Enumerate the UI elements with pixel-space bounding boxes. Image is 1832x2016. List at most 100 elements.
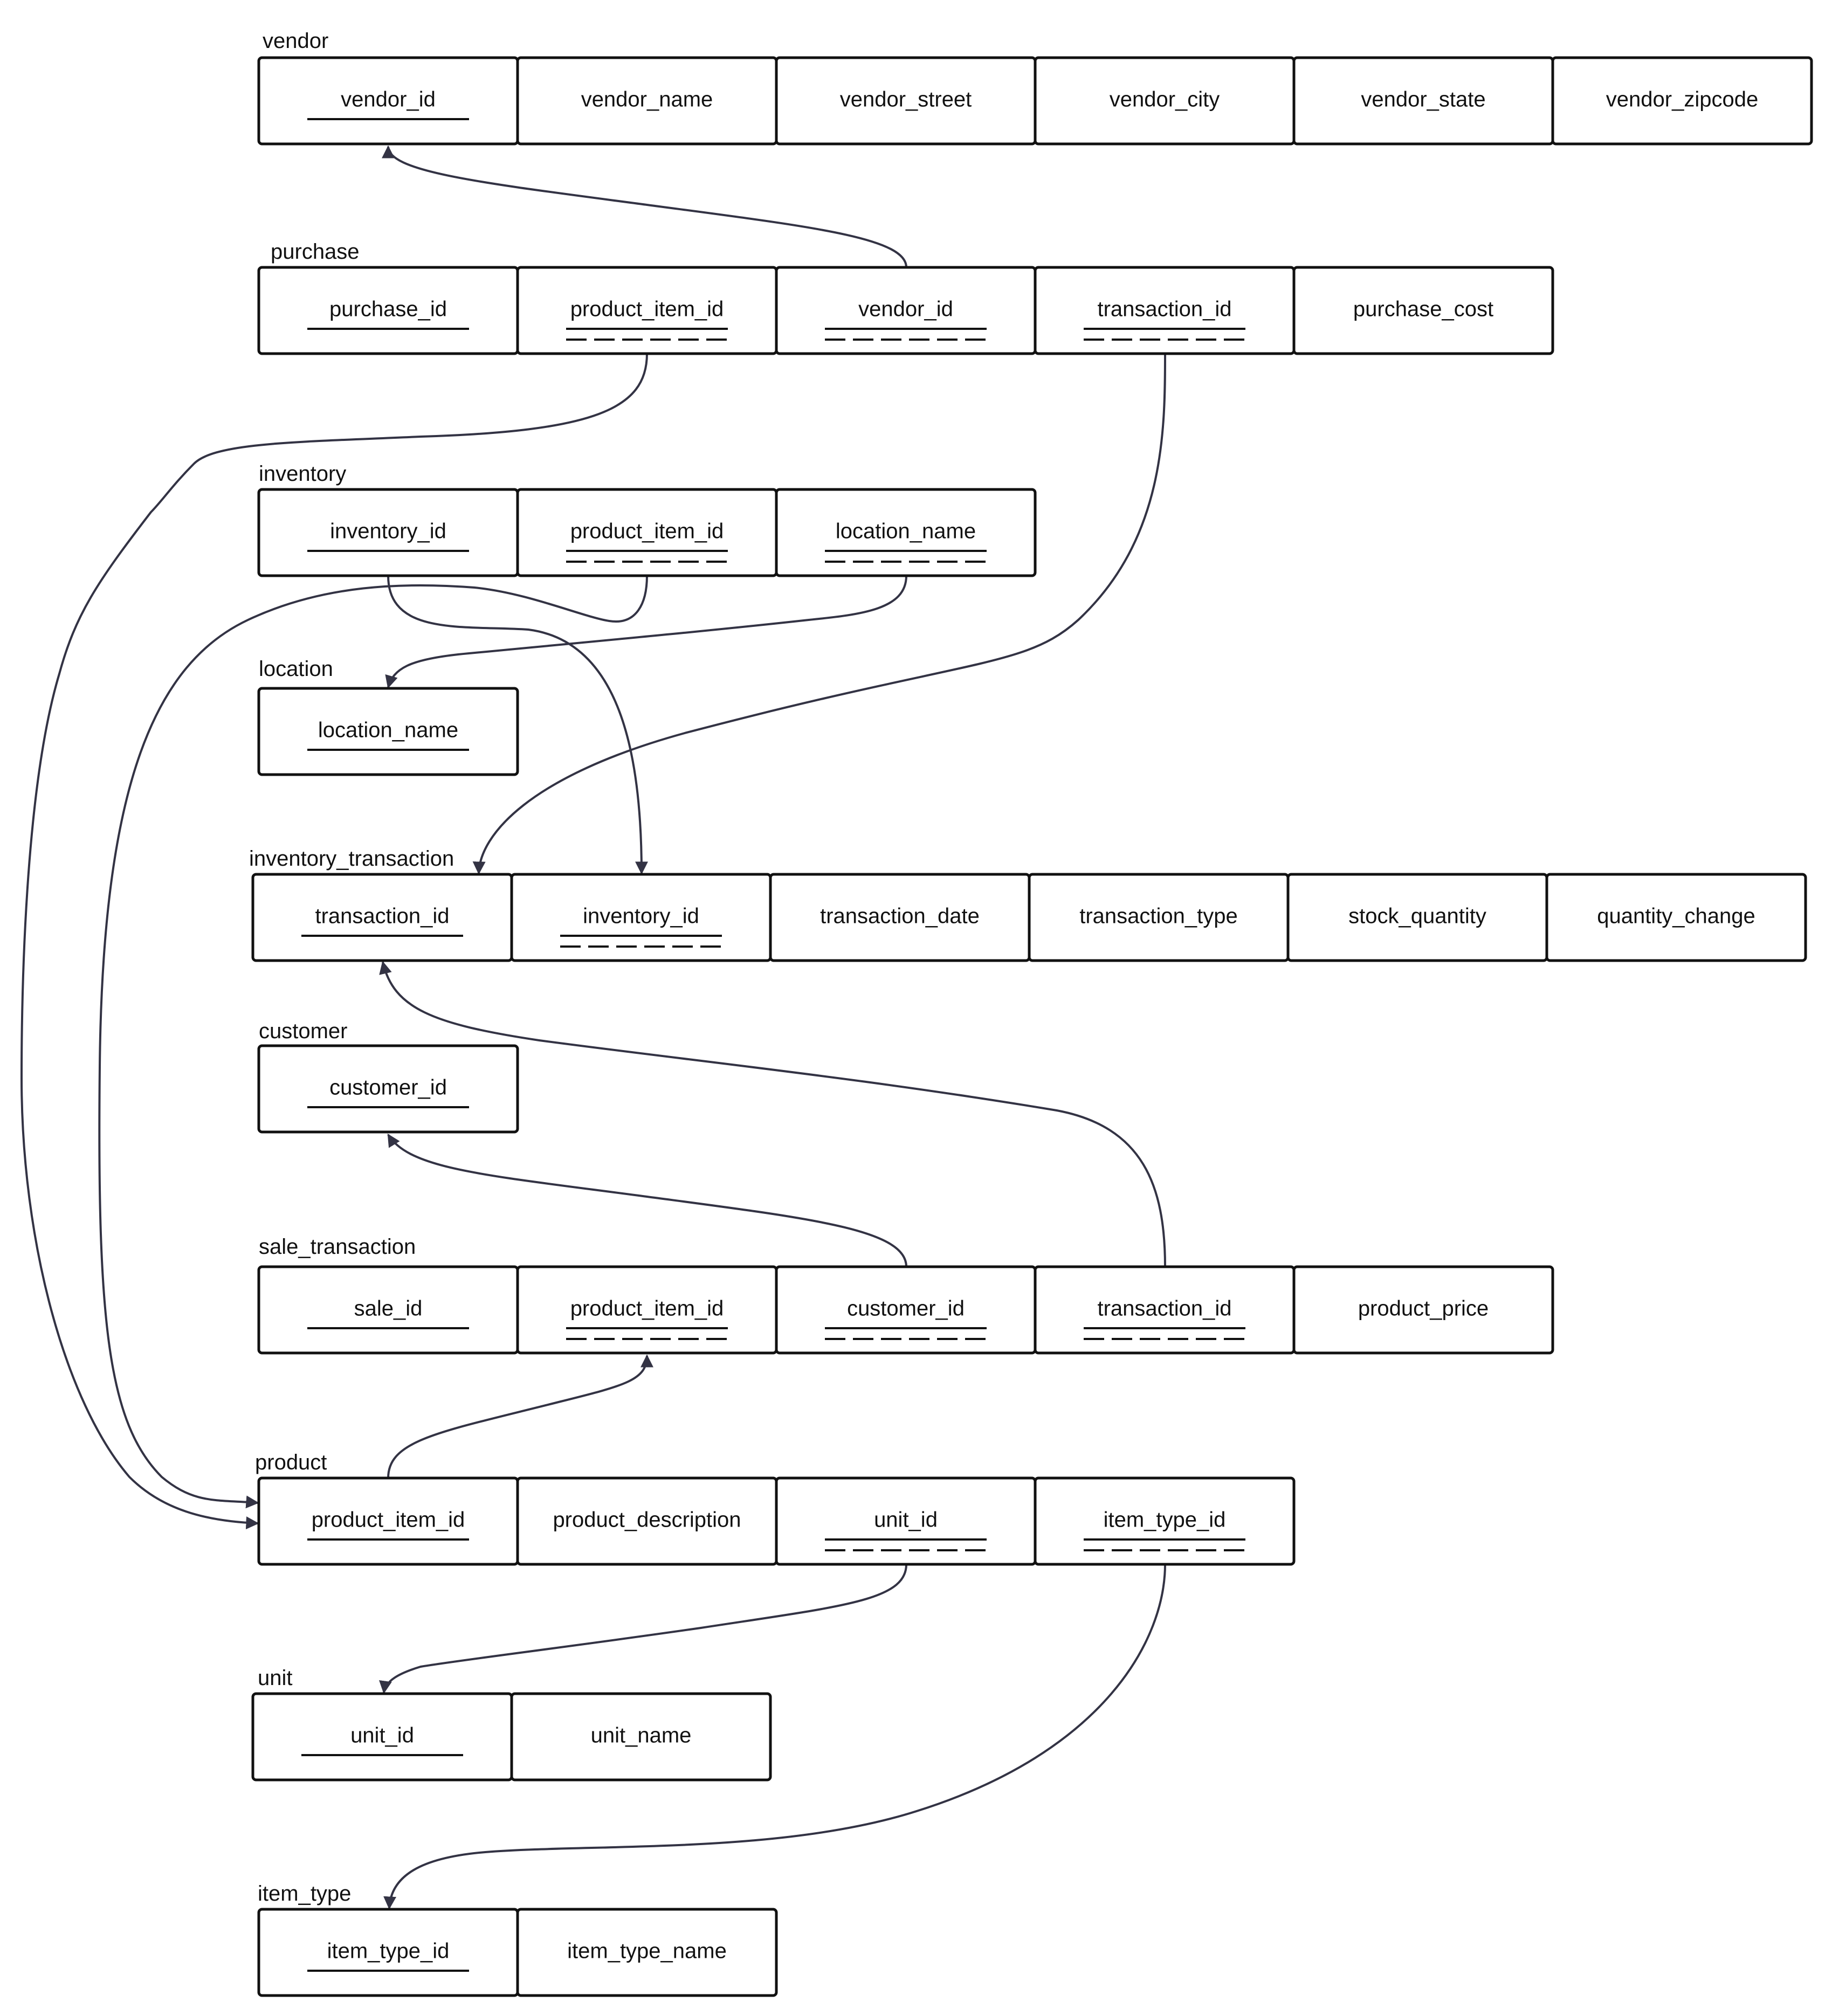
column-name: product_item_id bbox=[312, 1508, 465, 1532]
column-name: vendor_city bbox=[1110, 88, 1220, 112]
column-name: transaction_date bbox=[820, 905, 980, 928]
column-cell[interactable]: quantity_change bbox=[1545, 873, 1807, 962]
relationship-arrow bbox=[387, 1354, 653, 1479]
column-name: inventory_id bbox=[330, 520, 446, 543]
relationship-arrow bbox=[385, 575, 907, 689]
relationship-lines bbox=[20, 145, 1166, 1910]
column-name: unit_id bbox=[874, 1508, 938, 1532]
column-cell[interactable]: vendor_zipcode bbox=[1551, 56, 1813, 146]
cell-border bbox=[775, 488, 1037, 577]
column-name: product_price bbox=[1358, 1297, 1489, 1321]
column-name: transaction_id bbox=[1097, 1297, 1231, 1321]
column-name: quantity_change bbox=[1597, 905, 1755, 928]
column-name: location_name bbox=[836, 520, 976, 543]
table-inventory: inventory inventory_id product_item_id loca… bbox=[257, 462, 1037, 577]
column-name: stock_quantity bbox=[1348, 905, 1486, 928]
column-cell[interactable]: product_item_id bbox=[516, 488, 778, 577]
relationship-arrow bbox=[387, 1133, 907, 1267]
column-cell[interactable]: product_item_id bbox=[257, 1476, 519, 1566]
column-cell[interactable]: vendor_name bbox=[516, 56, 778, 146]
column-cell[interactable]: unit_name bbox=[510, 1692, 772, 1782]
column-name: product_item_id bbox=[570, 1297, 724, 1321]
column-cell[interactable]: customer_id bbox=[257, 1044, 519, 1134]
column-cell[interactable]: transaction_id bbox=[1034, 266, 1296, 355]
column-cell[interactable]: location_name bbox=[257, 687, 519, 776]
cell-border bbox=[516, 1908, 778, 1997]
cell-border bbox=[1551, 56, 1813, 146]
cell-border bbox=[257, 1044, 519, 1134]
relationship-arrow bbox=[382, 145, 907, 268]
column-cell[interactable]: transaction_id bbox=[1034, 1265, 1296, 1355]
column-cell[interactable]: location_name bbox=[775, 488, 1037, 577]
column-cell[interactable]: inventory_id bbox=[257, 488, 519, 577]
relationship-arrow bbox=[383, 1564, 1166, 1910]
column-name: unit_name bbox=[591, 1724, 692, 1748]
column-cell[interactable]: transaction_date bbox=[769, 873, 1031, 962]
column-cell[interactable]: unit_id bbox=[775, 1476, 1037, 1566]
table-title: unit bbox=[258, 1666, 293, 1690]
column-cell[interactable]: inventory_id bbox=[510, 873, 772, 962]
column-cell[interactable]: item_type_id bbox=[257, 1908, 519, 1997]
column-cell[interactable]: stock_quantity bbox=[1286, 873, 1548, 962]
relationship-arrow bbox=[379, 961, 1166, 1267]
column-name: vendor_name bbox=[581, 88, 713, 112]
cell-border bbox=[1292, 266, 1554, 355]
column-name: vendor_id bbox=[858, 298, 953, 321]
cell-border bbox=[510, 1692, 772, 1782]
column-cell[interactable]: customer_id bbox=[775, 1265, 1037, 1355]
cell-border bbox=[1034, 1476, 1296, 1566]
column-name: customer_id bbox=[847, 1297, 965, 1321]
column-name: transaction_id bbox=[1097, 298, 1231, 321]
column-name: unit_id bbox=[350, 1724, 414, 1748]
table-title: purchase bbox=[271, 240, 360, 264]
column-cell[interactable]: vendor_street bbox=[775, 56, 1037, 146]
column-cell[interactable]: vendor_city bbox=[1034, 56, 1296, 146]
column-cell[interactable]: product_item_id bbox=[516, 266, 778, 355]
relationship-arrow bbox=[387, 575, 648, 875]
column-name: sale_id bbox=[354, 1297, 423, 1321]
column-cell[interactable]: vendor_id bbox=[257, 56, 519, 146]
column-name: transaction_type bbox=[1079, 905, 1238, 928]
table-title: inventory_transaction bbox=[249, 847, 454, 871]
column-name: vendor_state bbox=[1361, 88, 1485, 112]
column-cell[interactable]: vendor_id bbox=[775, 266, 1037, 355]
table-location: location location_name bbox=[257, 657, 519, 776]
relationship-arrow bbox=[20, 353, 648, 1530]
column-cell[interactable]: purchase_id bbox=[257, 266, 519, 355]
relationship-arrow bbox=[472, 353, 1166, 875]
table-title: product bbox=[255, 1451, 327, 1474]
column-cell[interactable]: transaction_type bbox=[1028, 873, 1290, 962]
column-cell[interactable]: vendor_state bbox=[1292, 56, 1554, 146]
column-cell[interactable]: item_type_id bbox=[1034, 1476, 1296, 1566]
column-cell[interactable]: unit_id bbox=[251, 1692, 513, 1782]
column-cell[interactable]: product_item_id bbox=[516, 1265, 778, 1355]
column-name: inventory_id bbox=[583, 905, 699, 928]
column-name: vendor_id bbox=[341, 88, 436, 112]
column-name: vendor_street bbox=[840, 88, 972, 112]
relationship-arrow bbox=[379, 1564, 907, 1694]
column-cell[interactable]: transaction_id bbox=[251, 873, 513, 962]
table-unit: unit unit_id unit_name bbox=[251, 1666, 772, 1782]
cell-border bbox=[1292, 1265, 1554, 1355]
column-name: location_name bbox=[318, 719, 458, 742]
column-name: vendor_zipcode bbox=[1606, 88, 1758, 112]
cell-border bbox=[257, 687, 519, 776]
column-cell[interactable]: product_description bbox=[516, 1476, 778, 1566]
table-product: product product_item_id product_descriptio… bbox=[255, 1451, 1296, 1566]
table-title: inventory bbox=[259, 462, 346, 486]
column-cell[interactable]: purchase_cost bbox=[1292, 266, 1554, 355]
column-cell[interactable]: sale_id bbox=[257, 1265, 519, 1355]
cell-border bbox=[1545, 873, 1807, 962]
table-title: location bbox=[259, 657, 333, 681]
column-name: product_description bbox=[553, 1508, 741, 1532]
column-name: purchase_cost bbox=[1353, 298, 1493, 321]
column-cell[interactable]: item_type_name bbox=[516, 1908, 778, 1997]
column-name: item_type_name bbox=[567, 1939, 727, 1963]
column-cell[interactable]: product_price bbox=[1292, 1265, 1554, 1355]
